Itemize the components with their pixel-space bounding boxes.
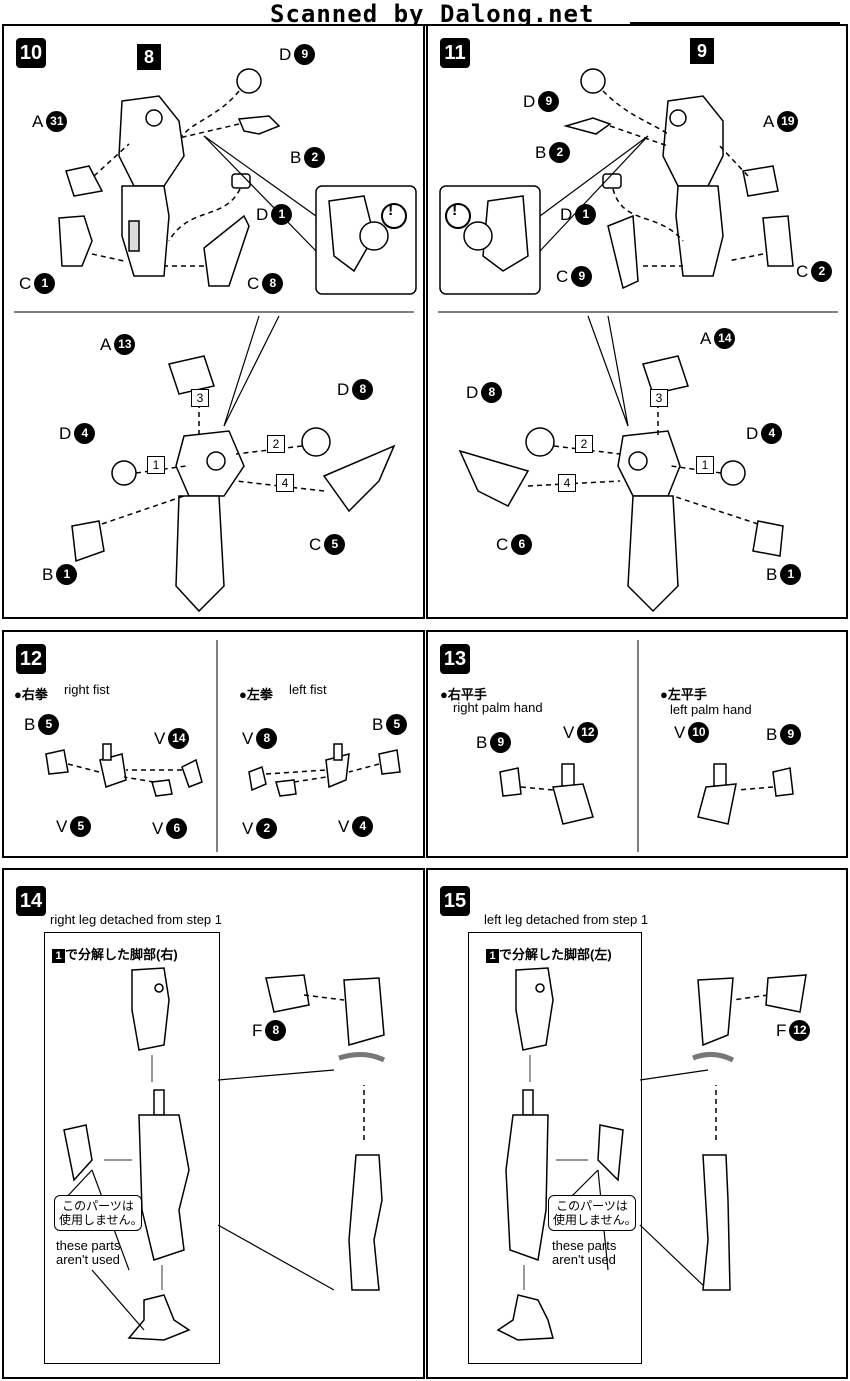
step-11-panel: 11 9 xyxy=(426,24,848,619)
step-11-order-1: 1 xyxy=(696,456,714,474)
step-14-caption: right leg detached from step 1 xyxy=(50,912,222,927)
step-10-number: 10 xyxy=(16,38,46,68)
left-fist-en: left fist xyxy=(289,682,327,697)
right-fist-en: right fist xyxy=(64,682,110,697)
right-fist-jp: ●右拳 xyxy=(14,687,48,702)
step-10-caution-icon: ! xyxy=(388,202,394,219)
right-palm-jp: ●右平手 xyxy=(440,687,487,702)
step-15-number: 15 xyxy=(440,886,470,916)
step-11-order-4: 4 xyxy=(558,474,576,492)
step-10-order-1: 1 xyxy=(147,456,165,474)
step-13-number: 13 xyxy=(440,644,470,674)
step-14-unused-note-jp: このパーツは 使用しません。 xyxy=(54,1195,143,1231)
step-11-drawing xyxy=(438,68,838,613)
step-14-number: 14 xyxy=(16,886,46,916)
step-13-panel: 13 ●右平手 right palm hand ●左平手 left palm h… xyxy=(426,630,848,858)
step-12-number: 12 xyxy=(16,644,46,674)
step-11-number: 11 xyxy=(440,38,470,68)
torso-upper xyxy=(118,95,185,187)
step-11-caution-icon: ! xyxy=(452,202,458,219)
step-10-order-2: 2 xyxy=(267,435,285,453)
step-10-panel: 10 8 xyxy=(2,24,425,619)
step-11-main-part: 9 xyxy=(690,38,714,64)
step-15-caption: left leg detached from step 1 xyxy=(484,912,649,927)
step-10-order-4: 4 xyxy=(276,474,294,492)
step-15-unused-note-en: these parts aren't used xyxy=(552,1238,617,1267)
left-palm-en: left palm hand xyxy=(670,702,752,717)
step-12-drawing xyxy=(45,640,401,852)
step-10-drawing xyxy=(14,68,417,613)
step-10-main-part: 8 xyxy=(137,44,161,70)
leg-upper xyxy=(121,185,170,277)
left-fist-jp: ●左拳 xyxy=(239,687,273,702)
step-14-drawing xyxy=(63,967,386,1341)
step-11-order-3: 3 xyxy=(650,389,668,407)
step-15-unused-note-jp: このパーツは 使用しません。 xyxy=(548,1195,637,1231)
step-15-drawing xyxy=(496,967,807,1341)
step-11-order-2: 2 xyxy=(575,435,593,453)
right-palm-en: right palm hand xyxy=(453,700,543,715)
step-13-drawing xyxy=(499,640,794,852)
step-14-unused-note-en: these parts aren't used xyxy=(56,1238,121,1267)
left-palm-jp: ●左平手 xyxy=(660,687,707,702)
header-rule xyxy=(630,22,840,24)
scanner-credit: Scanned by Dalong.net xyxy=(270,0,595,28)
step-10-order-3: 3 xyxy=(191,389,209,407)
